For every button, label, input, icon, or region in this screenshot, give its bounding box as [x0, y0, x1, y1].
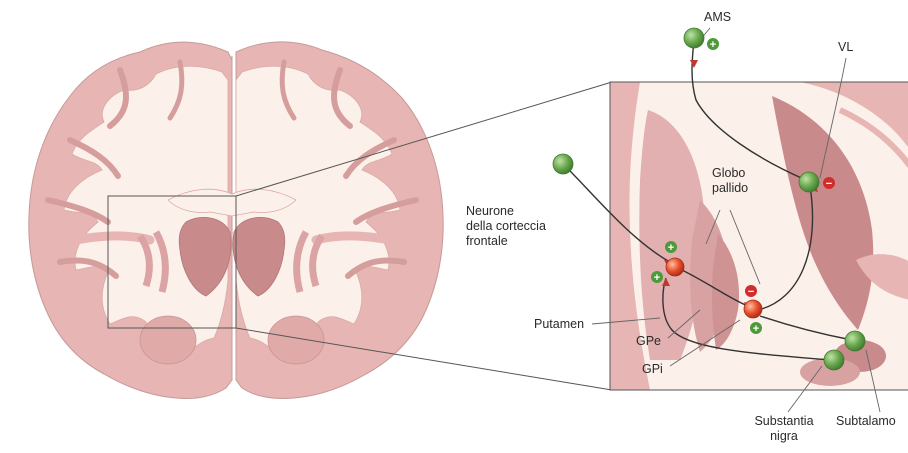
label-vl: VL — [838, 40, 853, 55]
label-gpe: GPe — [636, 334, 661, 349]
label-substantia-nigra: Substantia nigra — [744, 414, 824, 444]
plus-sign-ams: + — [707, 38, 719, 51]
ams-neuron — [684, 28, 704, 48]
gpi-neuron — [744, 300, 762, 318]
svg-text:+: + — [654, 272, 660, 284]
svg-text:−: − — [826, 178, 832, 190]
label-cortex-neuron-line1: Neurone — [466, 204, 556, 219]
label-cortex-neuron-line3: frontale — [466, 234, 556, 249]
svg-text:+: + — [753, 323, 759, 335]
label-globus-line1: Globo — [712, 166, 748, 181]
label-cortex-neuron-line2: della corteccia — [466, 219, 556, 234]
label-cortex-neuron: Neurone della corteccia frontale — [466, 204, 556, 249]
label-substantia-line1: Substantia — [744, 414, 824, 429]
svg-text:−: − — [748, 286, 754, 298]
label-gpi: GPi — [642, 362, 663, 377]
label-substantia-line2: nigra — [744, 429, 824, 444]
label-putamen: Putamen — [534, 317, 584, 332]
putamen-neuron — [666, 258, 684, 276]
subthalamus-neuron — [845, 331, 865, 351]
vl-neuron — [799, 172, 819, 192]
cortex-neuron — [553, 154, 573, 174]
label-subthalamus: Subtalamo — [836, 414, 896, 429]
substantia-nigra-neuron — [824, 350, 844, 370]
label-globus-line2: pallido — [712, 181, 748, 196]
svg-text:+: + — [668, 242, 674, 254]
label-globus-pallidus: Globo pallido — [712, 166, 748, 196]
svg-text:+: + — [710, 39, 716, 51]
label-ams: AMS — [704, 10, 731, 25]
